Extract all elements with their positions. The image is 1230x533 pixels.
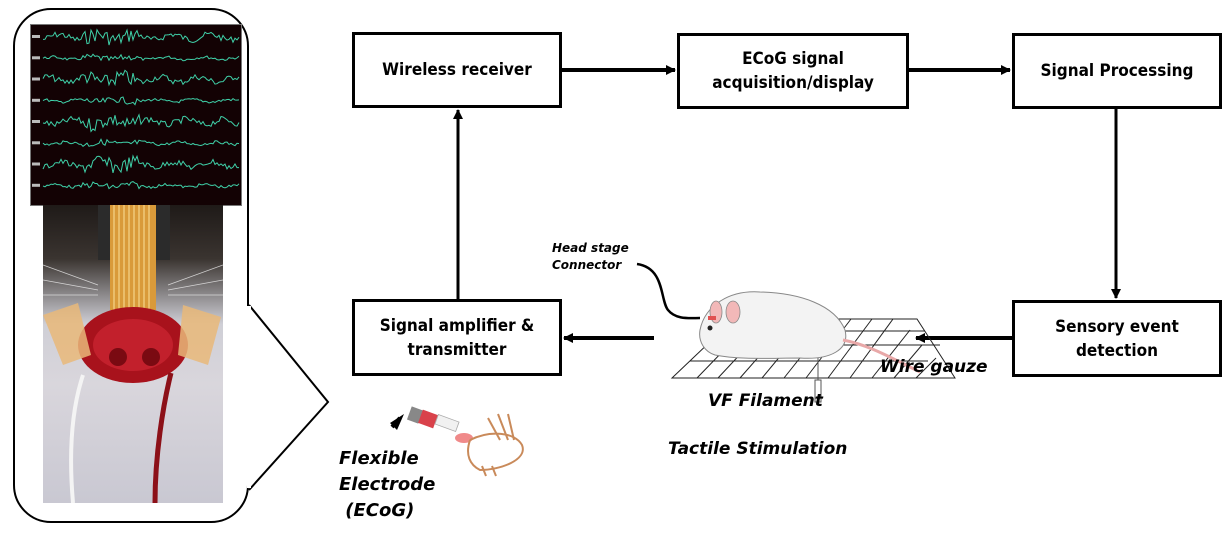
sensory-event-detection-box: Sensory event detection [1012,300,1222,377]
ecog-acquisition-line-2: acquisition/display [712,73,874,93]
eeg-channel-trace [42,28,240,46]
right-tube [178,305,221,365]
head-stage-line-1: Head stage [552,241,629,255]
eeg-channel-trace [42,181,240,190]
surgical-electrode-photo [43,205,223,503]
eeg-channel-trace [42,96,240,106]
wire-gauze-label: Wire gauze [880,357,988,377]
amplifier-transmitter-label: Signal amplifier & transmitter [380,314,535,362]
amplifier-transmitter-box: Signal amplifier & transmitter [352,299,562,376]
sensory-line-2: detection [1075,340,1158,361]
eeg-channel-trace [42,53,240,62]
rat-head-sketch [467,413,524,477]
eeg-channel-label [32,120,40,123]
tactile-stimulation-label: Tactile Stimulation [668,439,848,459]
eeg-channel-trace [42,113,240,133]
whiskers [43,264,223,296]
head-stage-line-2: Connector [552,258,622,272]
headstage-cable [636,262,701,320]
eeg-channel-label [32,77,40,81]
eeg-trace-display [30,24,242,206]
eeg-channel-trace [42,69,240,87]
reference-wire [152,372,174,503]
ground-wire [69,374,85,503]
amplifier-line-2: transmitter [407,339,507,360]
ecog-acquisition-line-1: ECoG signal [742,49,844,69]
eeg-channel-trace [42,154,239,174]
wireless-receiver-label: Wireless receiver [382,60,532,80]
flexible-electrode-line-3: (ECoG) [345,500,415,521]
eeg-channel-label [32,98,40,102]
eeg-channel-trace [42,138,240,147]
eeg-channel-label [32,56,40,60]
vf-filament-label: VF Filament [708,391,823,411]
eeg-channel-label [32,162,40,166]
eeg-channel-label [32,183,40,187]
flexible-electrode-label: Flexible Electrode (ECoG) [339,446,435,524]
sensory-line-1: Sensory event [1055,316,1179,337]
signal-processing-label: Signal Processing [1040,61,1194,81]
eeg-traces [32,28,240,190]
flex-electrode-ribbon [110,205,156,310]
flexible-electrode-illustration [390,406,473,443]
amplifier-line-1: Signal amplifier & [379,315,535,336]
flexible-electrode-line-2: Electrode [339,474,436,495]
eeg-channel-label [32,35,40,38]
head-stage-connector-label: Head stage Connector [552,240,629,274]
rat-illustration [699,291,921,374]
ecog-acquisition-label: ECoG signal acquisition/display [712,47,874,95]
sensory-event-label: Sensory event detection [1055,315,1179,363]
signal-processing-box: Signal Processing [1012,33,1222,109]
wireless-receiver-box: Wireless receiver [352,32,562,108]
vf-filament [814,358,822,403]
eeg-channel-label [32,141,40,145]
surgery-illustration [43,205,223,503]
ecog-acquisition-box: ECoG signal acquisition/display [677,33,909,109]
flexible-electrode-line-1: Flexible [339,448,419,469]
left-tube [43,303,91,365]
